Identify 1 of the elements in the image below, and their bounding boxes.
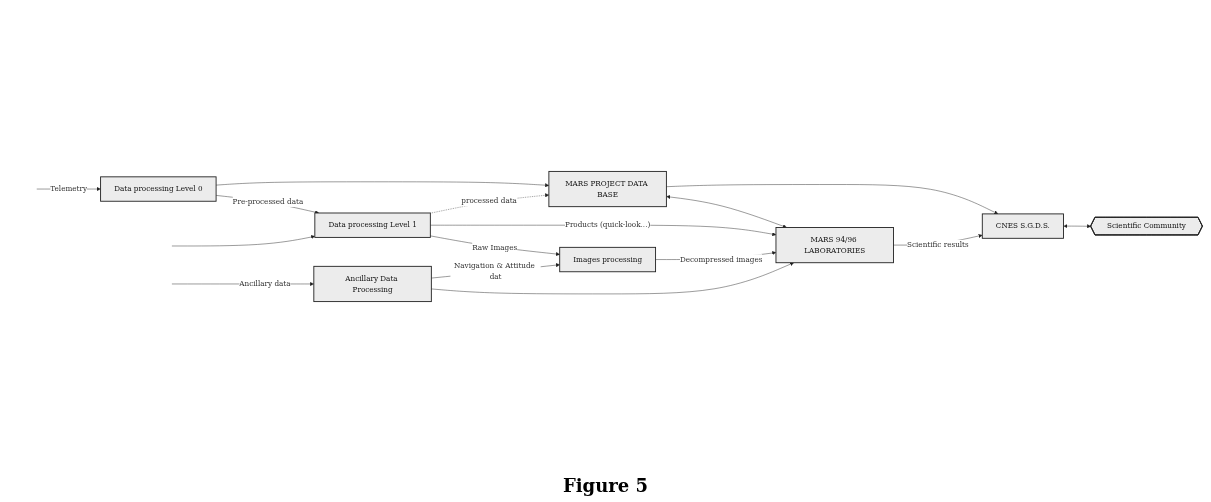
- figure-caption: Figure 5: [563, 475, 648, 496]
